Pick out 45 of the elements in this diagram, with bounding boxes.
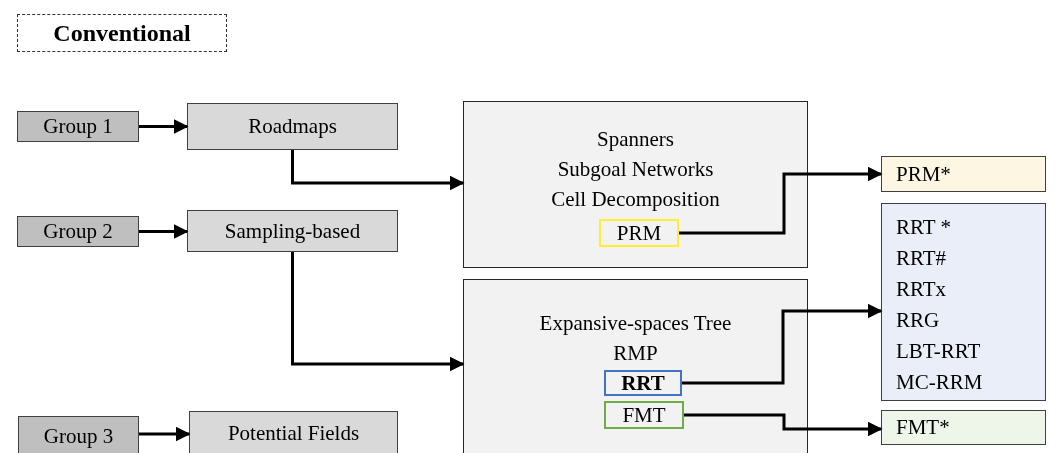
variant-list-box bbox=[881, 203, 1046, 401]
arrow bbox=[682, 303, 883, 385]
variant-box bbox=[881, 410, 1046, 445]
method-name: RMP bbox=[613, 340, 658, 367]
group-box bbox=[18, 416, 139, 453]
variant-name: RRTx bbox=[896, 276, 948, 303]
variant-box bbox=[881, 156, 1046, 192]
method-name: Subgoal Networks bbox=[557, 156, 714, 183]
arrow bbox=[139, 119, 189, 134]
arrow bbox=[291, 252, 465, 372]
arrow bbox=[679, 166, 883, 235]
category-box bbox=[187, 210, 398, 252]
category-box bbox=[189, 411, 398, 453]
group-box bbox=[17, 216, 139, 247]
node-label: Group 2 bbox=[43, 221, 113, 242]
node-label: PRM bbox=[616, 222, 662, 244]
method-box bbox=[604, 370, 682, 396]
node-label: Group 3 bbox=[43, 425, 114, 447]
node-label: Potential Fields bbox=[227, 423, 360, 444]
method-name: Expansive-spaces Tree bbox=[539, 310, 732, 337]
method-name: Cell Decomposition bbox=[551, 186, 720, 213]
node-label: Sampling-based bbox=[224, 220, 361, 242]
node-label: FMT bbox=[622, 404, 666, 426]
variant-name: RRT# bbox=[896, 245, 948, 272]
arrow bbox=[139, 224, 189, 239]
node-label: PRM* bbox=[896, 163, 951, 185]
node-label: RRT bbox=[621, 372, 665, 394]
variant-name: MC-RRM bbox=[896, 369, 984, 396]
group-box bbox=[17, 111, 139, 142]
method-box bbox=[604, 401, 684, 429]
method-panel bbox=[463, 279, 808, 453]
arrow bbox=[139, 426, 191, 442]
arrow bbox=[291, 150, 465, 191]
node-label: FMT* bbox=[896, 417, 950, 438]
method-box bbox=[599, 219, 679, 247]
node-label: Group 1 bbox=[43, 116, 113, 137]
variant-name: RRG bbox=[896, 307, 941, 334]
node-label: Roadmaps bbox=[248, 116, 337, 137]
category-box bbox=[187, 103, 398, 150]
variant-name: LBT-RRT bbox=[896, 338, 982, 365]
method-panel bbox=[463, 101, 808, 268]
variant-name: RRT * bbox=[896, 214, 952, 241]
method-name: Spanners bbox=[597, 126, 674, 153]
title-box: Conventional bbox=[17, 14, 227, 52]
arrow bbox=[684, 413, 883, 437]
